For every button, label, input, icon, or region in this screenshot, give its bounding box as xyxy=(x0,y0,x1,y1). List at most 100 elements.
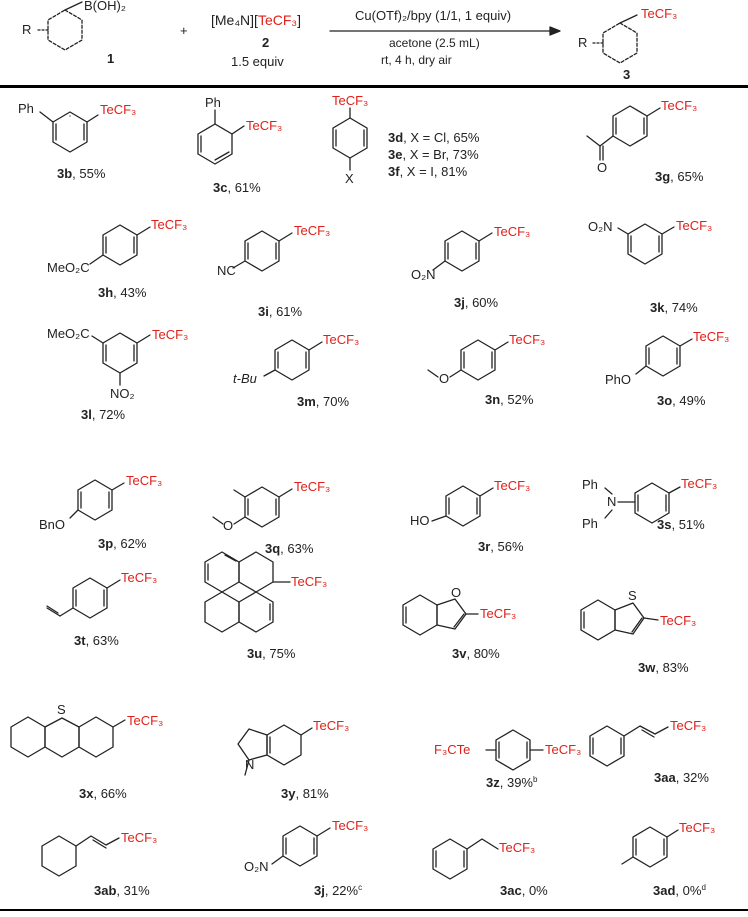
tecf3-3y: TeCF₃ xyxy=(313,718,350,733)
divider-bottom xyxy=(0,909,748,911)
sub-3x-s: S xyxy=(57,702,66,717)
caption-3ab: 3ab, 31% xyxy=(94,883,150,898)
tecf3-3d: TeCF₃ xyxy=(332,93,369,108)
caption-3w: 3w, 83% xyxy=(638,660,689,675)
sub-3m-tbu: t-Bu xyxy=(233,371,257,386)
tecf3-3l: TeCF₃ xyxy=(152,327,189,342)
caption-3g: 3g, 65% xyxy=(655,169,704,184)
sub-3w-s: S xyxy=(628,588,637,603)
sub-3g-o: O xyxy=(597,160,608,175)
tecf3-3z: TeCF₃ xyxy=(545,742,582,757)
tecf3-3w: TeCF₃ xyxy=(660,613,697,628)
caption-3f: 3f, X = I, 81% xyxy=(388,164,468,179)
caption-3m: 3m, 70% xyxy=(297,394,350,409)
sub-3o-pho: PhO xyxy=(605,372,632,387)
caption-3i: 3i, 61% xyxy=(258,304,303,319)
caption-3j-c: 3j, 22%c xyxy=(314,883,363,898)
product-label: 3 xyxy=(623,67,631,82)
caption-3ad: 3ad, 0%d xyxy=(653,883,706,898)
sub-3y-n: N xyxy=(245,757,255,772)
tecf3-3r: TeCF₃ xyxy=(494,478,531,493)
product-r: R xyxy=(578,35,588,50)
tecf3-3h: TeCF₃ xyxy=(151,217,188,232)
sub-3j-o2n: O₂N xyxy=(411,267,436,282)
sub-3h-meo2c: MeO₂C xyxy=(47,260,90,275)
caption-3q: 3q, 63% xyxy=(265,541,314,556)
tecf3-3u: TeCF₃ xyxy=(291,574,328,589)
caption-3d: 3d, X = Cl, 65% xyxy=(388,130,480,145)
tecf3-3j: TeCF₃ xyxy=(494,224,531,239)
sub-3k-o2n: O₂N xyxy=(588,219,613,234)
tecf3-3aa: TeCF₃ xyxy=(670,718,707,733)
sub-3i-nc: NC xyxy=(217,263,236,278)
sub-3d-x: X xyxy=(345,171,354,186)
tecf3-3j-c: TeCF₃ xyxy=(332,818,369,833)
tecf3-3q: TeCF₃ xyxy=(294,479,331,494)
tecf3-3o: TeCF₃ xyxy=(693,329,730,344)
tecf3-3n: TeCF₃ xyxy=(509,332,546,347)
tecf3-3ad: TeCF₃ xyxy=(679,820,716,835)
caption-3s: 3s, 51% xyxy=(657,517,705,532)
sub-3q-o: O xyxy=(223,518,234,533)
sub-3s-ph2: Ph xyxy=(582,516,598,531)
caption-3c: 3c, 61% xyxy=(213,180,261,195)
tecf3-3ac: TeCF₃ xyxy=(499,840,536,855)
tecf3-3c: TeCF₃ xyxy=(246,118,283,133)
sub-3v-o: O xyxy=(451,585,462,600)
caption-3p: 3p, 62% xyxy=(98,536,147,551)
tecf3-3p: TeCF₃ xyxy=(126,473,163,488)
caption-3u: 3u, 75% xyxy=(247,646,296,661)
sub-3s-ph1: Ph xyxy=(582,477,598,492)
sub-3s-n: N xyxy=(607,494,617,509)
sub-3b-ph: Ph xyxy=(18,101,34,116)
product-group: TeCF₃ xyxy=(641,6,678,21)
caption-3n: 3n, 52% xyxy=(485,392,534,407)
condition-temp: rt, 4 h, dry air xyxy=(381,53,452,67)
sub-3n-o: O xyxy=(439,371,450,386)
caption-3z: 3z, 39%b xyxy=(486,775,538,790)
tecf3-3g: TeCF₃ xyxy=(661,98,698,113)
caption-3o: 3o, 49% xyxy=(657,393,706,408)
reactant-2-amount: 1.5 equiv xyxy=(231,54,284,69)
condition-catalyst: Cu(OTf)₂/bpy (1/1, 1 equiv) xyxy=(355,8,512,23)
tecf3-3v: TeCF₃ xyxy=(480,606,517,621)
sub-3z-f3cte: F₃CTe xyxy=(434,742,471,757)
reactant-2-label: 2 xyxy=(262,35,270,50)
tecf3-3b: TeCF₃ xyxy=(100,102,137,117)
reactant-1-r: R xyxy=(22,22,32,37)
caption-3aa: 3aa, 32% xyxy=(654,770,709,785)
caption-3k: 3k, 74% xyxy=(650,300,698,315)
tecf3-3i: TeCF₃ xyxy=(294,223,331,238)
caption-3x: 3x, 66% xyxy=(79,786,127,801)
caption-3t: 3t, 63% xyxy=(74,633,119,648)
condition-solvent: acetone (2.5 mL) xyxy=(389,36,480,50)
tecf3-3m: TeCF₃ xyxy=(323,332,360,347)
sub-3r-ho: HO xyxy=(410,513,430,528)
sub-3p-bno: BnO xyxy=(39,517,66,532)
caption-3r: 3r, 56% xyxy=(478,539,524,554)
sub-3j-c-o2n: O₂N xyxy=(244,859,269,874)
tecf3-3x: TeCF₃ xyxy=(127,713,164,728)
reactant-1-label: 1 xyxy=(107,51,115,66)
caption-3e: 3e, X = Br, 73% xyxy=(388,147,479,162)
sub-3c-ph: Ph xyxy=(205,95,221,110)
tecf3-3s: TeCF₃ xyxy=(681,476,718,491)
caption-3b: 3b, 55% xyxy=(57,166,106,181)
reactant-2-formula: [Me₄N][TeCF₃] xyxy=(211,12,301,28)
caption-3j: 3j, 60% xyxy=(454,295,499,310)
divider-top xyxy=(0,85,748,88)
caption-3y: 3y, 81% xyxy=(281,786,329,801)
plus-sign: + xyxy=(180,23,188,38)
tecf3-3k: TeCF₃ xyxy=(676,218,713,233)
tecf3-3ab: TeCF₃ xyxy=(121,830,158,845)
caption-3v: 3v, 80% xyxy=(452,646,500,661)
sub-3l-no2: NO₂ xyxy=(110,386,135,401)
caption-3h: 3h, 43% xyxy=(98,285,147,300)
reactant-1-group: B(OH)₂ xyxy=(84,0,126,13)
tecf3-3t: TeCF₃ xyxy=(121,570,158,585)
sub-3l-meo2c: MeO₂C xyxy=(47,326,90,341)
caption-3ac: 3ac, 0% xyxy=(500,883,548,898)
caption-3l: 3l, 72% xyxy=(81,407,126,422)
